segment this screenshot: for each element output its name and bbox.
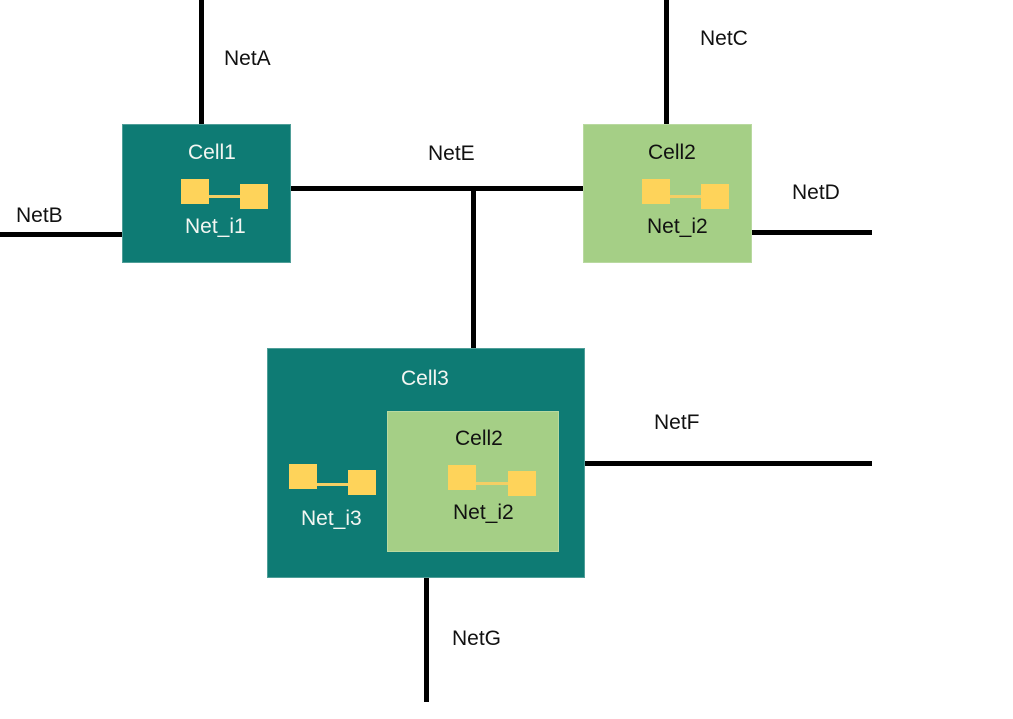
cell1-block[interactable]: Cell1 Net_i1	[122, 124, 291, 263]
net-b-wire	[0, 232, 122, 237]
cell3-child-port-left	[448, 465, 476, 490]
cell1-internal-net-link	[209, 195, 240, 198]
cell3-child-cell2-block[interactable]: Cell2 Net_i2	[387, 411, 559, 552]
net-a-wire	[199, 0, 204, 124]
cell3-port-right	[348, 470, 376, 495]
cell2-top-title: Cell2	[648, 141, 696, 164]
net-e-wire-horizontal	[291, 186, 583, 191]
net-e-label: NetE	[428, 142, 475, 165]
net-b-label: NetB	[16, 204, 63, 227]
cell3-child-internal-net-link	[476, 482, 508, 485]
cell3-internal-net-link	[317, 483, 350, 486]
cell3-port-left	[289, 464, 317, 489]
cell2-top-port-left	[642, 179, 670, 204]
cell3-title: Cell3	[401, 367, 449, 390]
net-c-label: NetC	[700, 27, 748, 50]
net-g-wire	[424, 578, 429, 702]
cell3-child-internal-net-label: Net_i2	[453, 501, 514, 524]
net-a-label: NetA	[224, 47, 271, 70]
net-c-wire	[664, 0, 669, 124]
cell1-port-left	[181, 179, 209, 204]
cell1-internal-net-label: Net_i1	[185, 215, 246, 238]
cell2-top-port-right	[701, 184, 729, 209]
cell2-top-block[interactable]: Cell2 Net_i2	[583, 124, 752, 263]
cell3-block[interactable]: Cell3 Net_i3 Cell2 Net_i2	[267, 348, 585, 578]
net-f-label: NetF	[654, 411, 700, 434]
net-f-wire	[558, 461, 872, 466]
cell3-child-cell2-title: Cell2	[455, 427, 503, 450]
cell2-top-internal-net-link	[670, 195, 701, 198]
net-g-label: NetG	[452, 627, 502, 650]
net-e-wire-vertical	[471, 186, 476, 412]
cell3-child-port-right	[508, 471, 536, 496]
net-d-wire	[752, 230, 872, 235]
net-d-label: NetD	[792, 181, 840, 204]
cell1-port-right	[240, 184, 268, 209]
cell1-title: Cell1	[188, 141, 236, 164]
cell2-top-internal-net-label: Net_i2	[647, 215, 708, 238]
cell3-internal-net-label: Net_i3	[301, 507, 362, 530]
